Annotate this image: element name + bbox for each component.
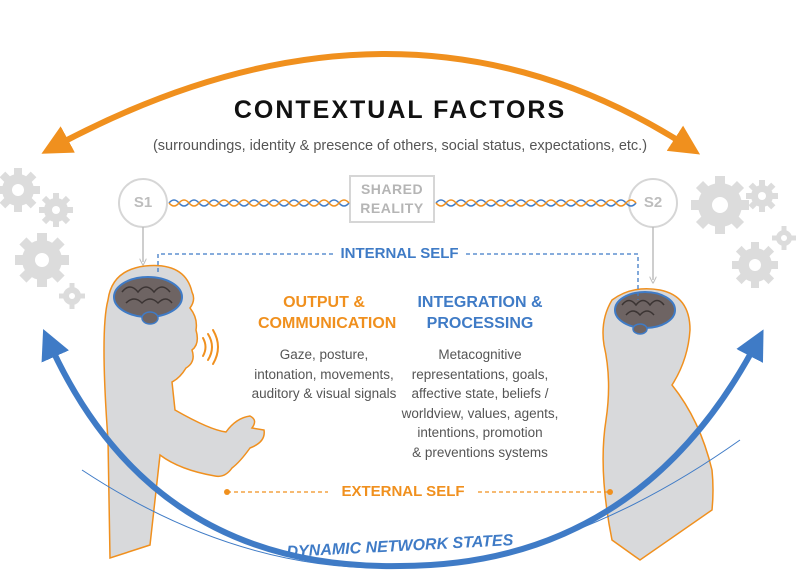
dynamic-arrow (41, 329, 764, 570)
integration-heading-line1: INTEGRATION & (417, 294, 543, 311)
subtitle: (surroundings, identity & presence of ot… (152, 138, 648, 154)
output-heading-line2: COMMUNICATION (258, 315, 397, 332)
integration-body-line: intentions, promotion (417, 425, 543, 440)
shared-reality-line1: SHARED (360, 181, 424, 197)
gears-right-icon (691, 176, 796, 288)
internal-self-line (157, 253, 639, 300)
brain-left-icon (113, 276, 183, 325)
helix-right (435, 199, 637, 207)
external-self-dot-left (224, 489, 230, 495)
shared-reality-box (349, 175, 435, 223)
node-s1-label: S1 (133, 194, 153, 211)
sound-waves-icon (202, 329, 219, 365)
external-self-dot-right (607, 489, 613, 495)
integration-body-line: Metacognitive (438, 347, 522, 362)
output-heading-line1: OUTPUT & (283, 294, 365, 311)
integration-body-line: representations, goals, (411, 366, 549, 382)
output-body-line: intonation, movements, (254, 366, 394, 382)
integration-body-line: worldview, values, agents, (401, 405, 559, 421)
helix-left (168, 199, 350, 207)
output-heading: OUTPUT & COMMUNICATION (258, 292, 397, 334)
integration-body-line: & preventions systems (412, 444, 548, 460)
output-body-line: auditory & visual signals (251, 386, 397, 401)
brain-right-icon (614, 291, 676, 335)
integration-heading: INTEGRATION & PROCESSING (414, 292, 546, 334)
page-title: CONTEXTUAL FACTORS (233, 96, 567, 124)
external-self-label: EXTERNAL SELF (341, 483, 465, 500)
internal-self-label: INTERNAL SELF (340, 245, 459, 262)
gears-left-icon (0, 168, 85, 309)
output-body-line: Gaze, posture, (279, 347, 369, 362)
contextual-arrow (41, 51, 701, 155)
shared-reality-label: SHARED REALITY (352, 180, 432, 218)
integration-body-line: affective state, beliefs / (411, 386, 549, 401)
node-s2-label: S2 (643, 194, 663, 211)
shared-reality-line2: REALITY (360, 200, 424, 216)
output-body: Gaze, posture, intonation, movements, au… (238, 345, 410, 404)
integration-heading-line2: PROCESSING (426, 315, 534, 332)
integration-body: Metacognitive representations, goals, af… (396, 345, 564, 462)
person-right-silhouette (602, 288, 714, 561)
